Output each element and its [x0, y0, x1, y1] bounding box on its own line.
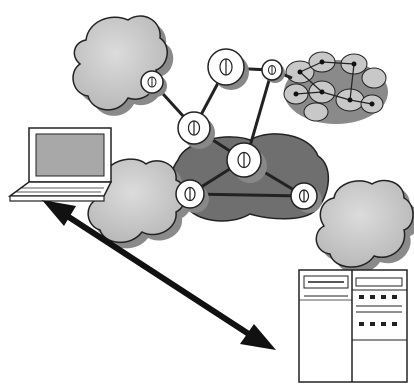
cloud-icon	[87, 158, 192, 249]
laptop-icon	[7, 127, 113, 202]
router-icon	[226, 142, 267, 183]
double-arrow-icon	[42, 200, 276, 350]
cloud-icon	[315, 179, 414, 274]
cloud-icon	[72, 15, 174, 116]
small-network-cloud-icon	[283, 51, 388, 124]
router-icon	[177, 111, 215, 149]
router-icon	[290, 182, 322, 213]
router-icon	[175, 179, 209, 213]
server-icon	[298, 269, 408, 383]
router-icon	[140, 70, 167, 97]
router-icon	[261, 59, 285, 83]
router-icon	[207, 48, 249, 90]
